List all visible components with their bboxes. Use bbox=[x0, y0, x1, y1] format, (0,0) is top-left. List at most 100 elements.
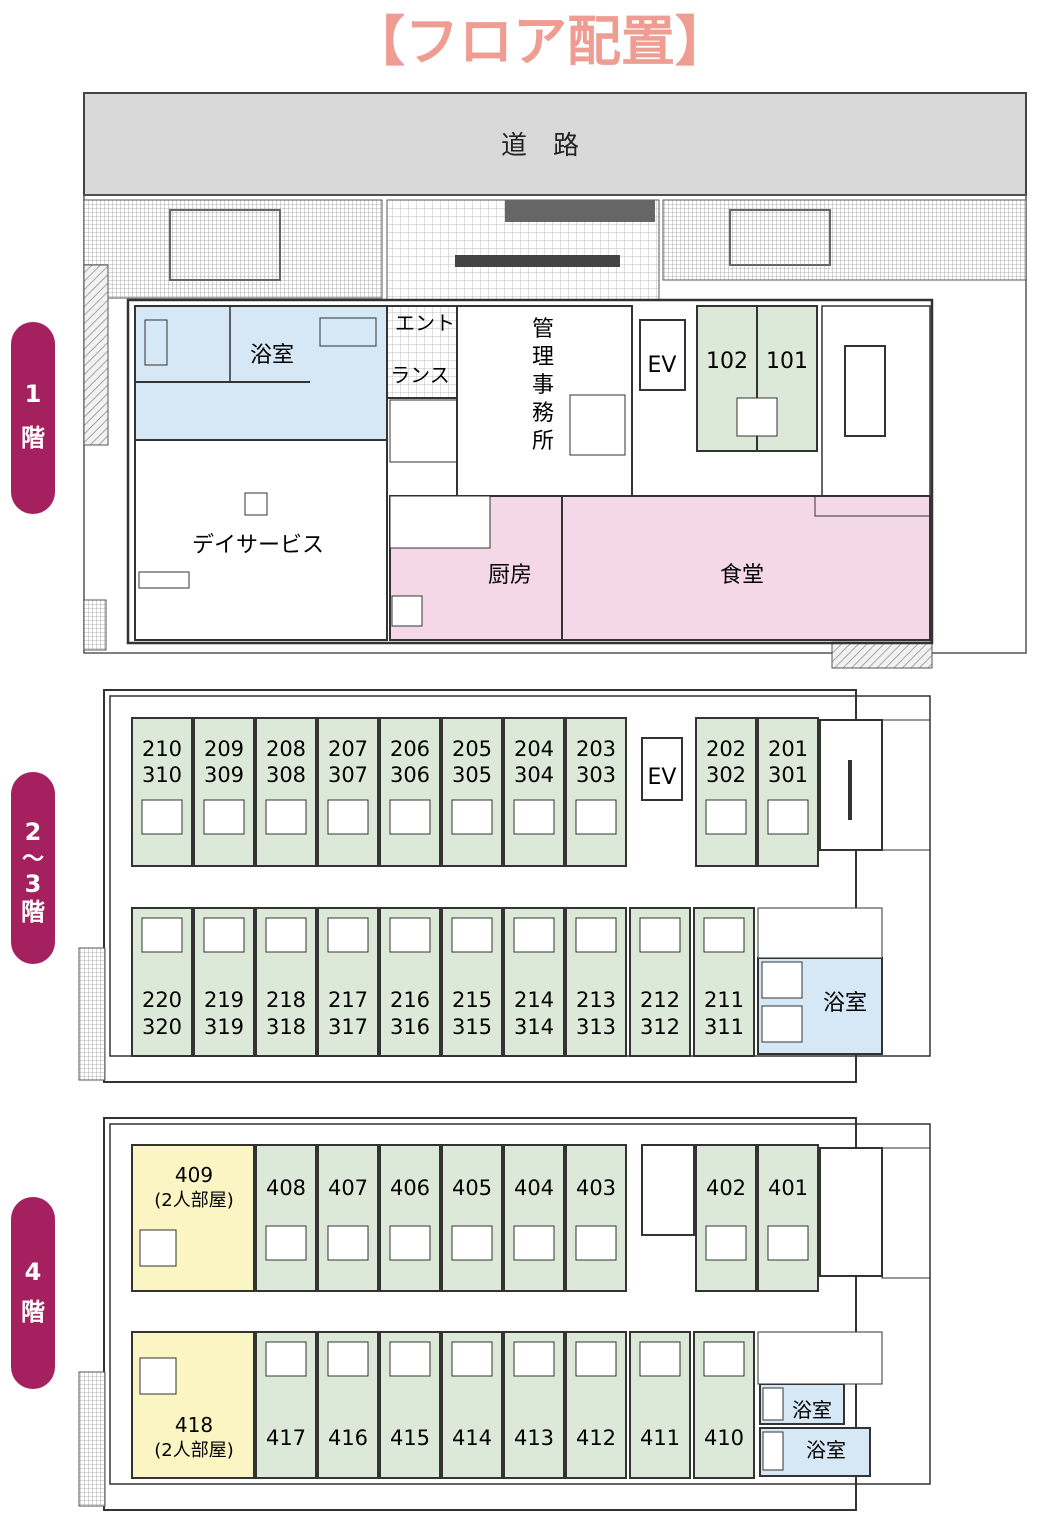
room-207 bbox=[317, 717, 379, 867]
svg-text:務: 務 bbox=[532, 401, 554, 426]
room-412-washroom bbox=[575, 1341, 617, 1377]
stairs-1f bbox=[844, 345, 886, 437]
road-area bbox=[83, 92, 1027, 196]
room-207-washroom bbox=[327, 799, 369, 835]
room-407 bbox=[317, 1144, 379, 1292]
room-402-washroom bbox=[705, 1225, 747, 1261]
room-number-218: 218 bbox=[266, 988, 306, 1012]
stairs-4-right bbox=[819, 1147, 883, 1277]
room-number-207: 207 bbox=[328, 737, 368, 761]
room-number-208: 208 bbox=[266, 737, 306, 761]
room-number-413: 413 bbox=[514, 1426, 554, 1450]
room-401-washroom bbox=[767, 1225, 809, 1261]
room-201 bbox=[757, 717, 819, 867]
room-number-414: 414 bbox=[452, 1426, 492, 1450]
room-number-404: 404 bbox=[514, 1176, 554, 1200]
room-number-206: 206 bbox=[390, 737, 430, 761]
day-service-label: デイサービス bbox=[192, 533, 324, 558]
room-101-label: 101 bbox=[766, 349, 808, 374]
room-number-313: 313 bbox=[576, 1015, 616, 1039]
room-414-washroom bbox=[451, 1341, 493, 1377]
room-number-310: 310 bbox=[142, 763, 182, 787]
room-202-washroom bbox=[705, 799, 747, 835]
elevator-23 bbox=[641, 737, 683, 801]
void-4 bbox=[641, 1144, 695, 1236]
room-205-washroom bbox=[451, 799, 493, 835]
room-number-215: 215 bbox=[452, 988, 492, 1012]
room-203-washroom bbox=[575, 799, 617, 835]
room-number-204: 204 bbox=[514, 737, 554, 761]
room-number-213: 213 bbox=[576, 988, 616, 1012]
room-209 bbox=[193, 717, 255, 867]
room-206-washroom bbox=[389, 799, 431, 835]
room-number-216: 216 bbox=[390, 988, 430, 1012]
room-202 bbox=[695, 717, 757, 867]
elevator-1f-label: EV bbox=[648, 353, 677, 378]
svg-text:2: 2 bbox=[25, 818, 42, 846]
room-203 bbox=[565, 717, 627, 867]
floor-tab-23: 2 〜 3 階 bbox=[11, 772, 55, 964]
room-number-209: 209 bbox=[204, 737, 244, 761]
room-number-318: 318 bbox=[266, 1015, 306, 1039]
room-number-212: 212 bbox=[640, 988, 680, 1012]
right-planter bbox=[831, 641, 933, 669]
bath-23-label: 浴室 bbox=[823, 991, 867, 1016]
room-number-305: 305 bbox=[452, 763, 492, 787]
svg-text:〜: 〜 bbox=[22, 847, 44, 872]
svg-text:所: 所 bbox=[532, 429, 554, 454]
dining-label: 食堂 bbox=[720, 563, 764, 588]
room-217-washroom bbox=[327, 917, 369, 953]
stairs-23-left bbox=[78, 947, 106, 1081]
room-number-314: 314 bbox=[514, 1015, 554, 1039]
svg-text:階: 階 bbox=[21, 898, 45, 926]
room-403 bbox=[565, 1144, 627, 1292]
room-407-washroom bbox=[327, 1225, 369, 1261]
room-410-washroom bbox=[703, 1341, 745, 1377]
room-206 bbox=[379, 717, 441, 867]
room-number-214: 214 bbox=[514, 988, 554, 1012]
room-417-washroom bbox=[265, 1341, 307, 1377]
room-number-408: 408 bbox=[266, 1176, 306, 1200]
room-220-washroom bbox=[141, 917, 183, 953]
floor-23-north-rooms: 2103102093092083082073072063062053052043… bbox=[131, 717, 819, 867]
left-planter bbox=[83, 264, 109, 446]
entrance bbox=[386, 305, 458, 399]
room-number-415: 415 bbox=[390, 1426, 430, 1450]
room-413-washroom bbox=[513, 1341, 555, 1377]
room-number-315: 315 bbox=[452, 1015, 492, 1039]
room-number-403: 403 bbox=[576, 1176, 616, 1200]
floor-tab-4: 4 階 bbox=[11, 1197, 55, 1389]
room-408-washroom bbox=[265, 1225, 307, 1261]
room-number-320: 320 bbox=[142, 1015, 182, 1039]
room-418 bbox=[131, 1331, 255, 1479]
room-number-220: 220 bbox=[142, 988, 182, 1012]
floor-23-south-rooms: 2203202193192183182173172163162153152143… bbox=[131, 907, 755, 1057]
room-402 bbox=[695, 1144, 757, 1292]
floor-tab-1-num: 1 bbox=[25, 380, 42, 408]
room-number-311: 311 bbox=[704, 1015, 744, 1039]
room-number-417: 417 bbox=[266, 1426, 306, 1450]
room-406 bbox=[379, 1144, 441, 1292]
kitchen-label: 厨房 bbox=[488, 563, 532, 588]
room-number-306: 306 bbox=[390, 763, 430, 787]
room-210 bbox=[131, 717, 193, 867]
room-number-203: 203 bbox=[576, 737, 616, 761]
room-number-401: 401 bbox=[768, 1176, 808, 1200]
room-405-washroom bbox=[451, 1225, 493, 1261]
page-title: 【フロア配置】 bbox=[351, 10, 729, 73]
room-208-washroom bbox=[265, 799, 307, 835]
room-number-219: 219 bbox=[204, 988, 244, 1012]
room-214-washroom bbox=[513, 917, 555, 953]
office-label: 管 bbox=[532, 317, 554, 342]
room-number-302: 302 bbox=[706, 763, 746, 787]
room-204 bbox=[503, 717, 565, 867]
bath-1f bbox=[134, 305, 388, 441]
room-201-washroom bbox=[767, 799, 809, 835]
room-409 bbox=[131, 1144, 255, 1292]
room-408 bbox=[255, 1144, 317, 1292]
room-205 bbox=[441, 717, 503, 867]
room-number-217: 217 bbox=[328, 988, 368, 1012]
room-401 bbox=[757, 1144, 819, 1292]
